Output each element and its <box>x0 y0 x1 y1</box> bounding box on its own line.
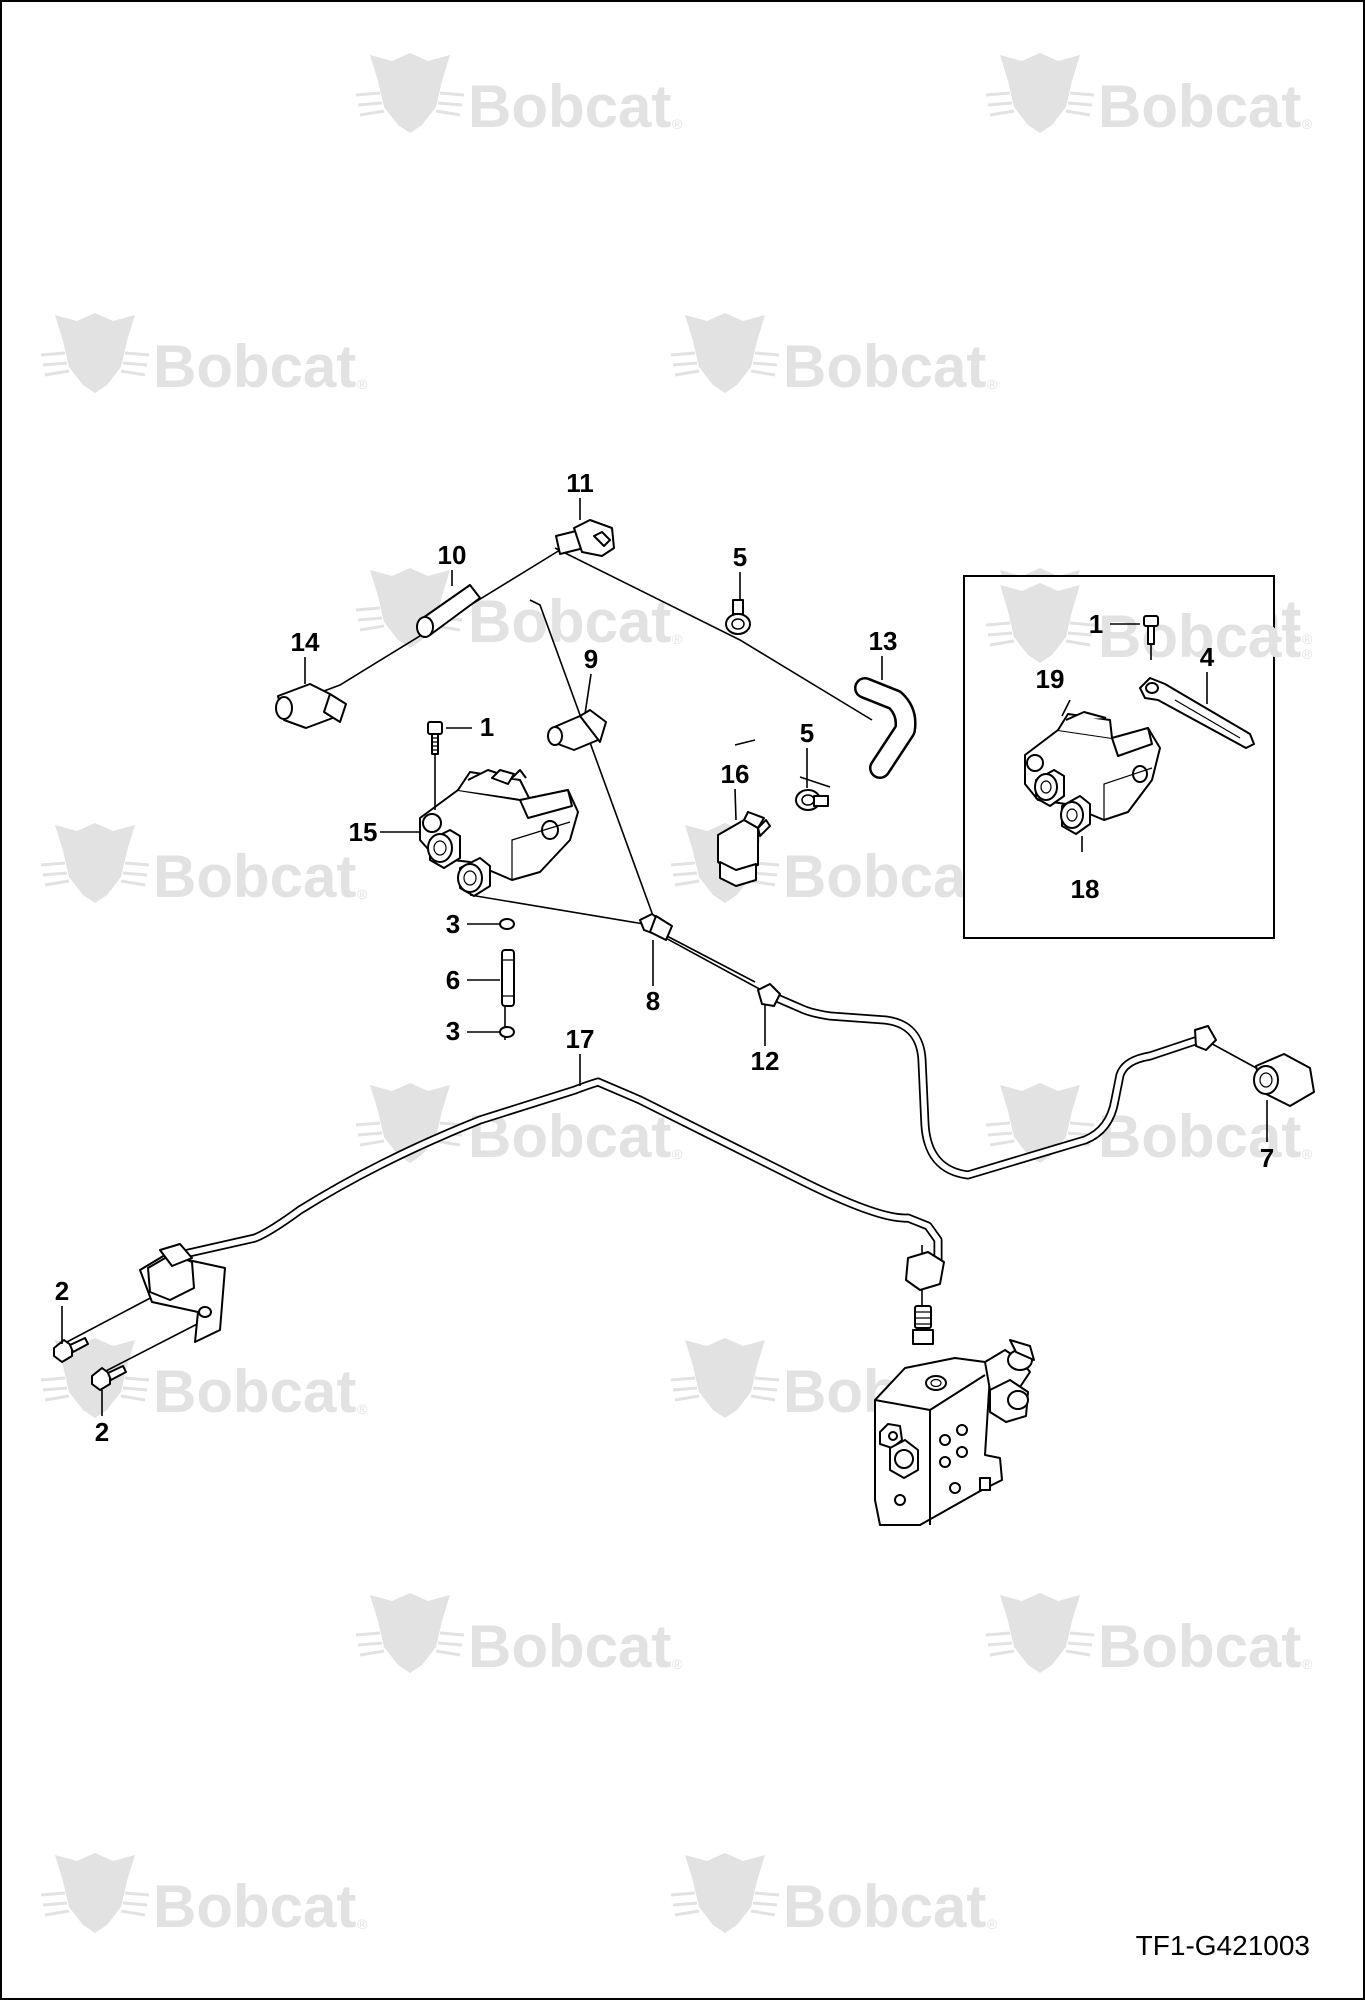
part-7-connector <box>1253 1053 1315 1107</box>
svg-text:®: ® <box>672 631 683 647</box>
svg-text:®: ® <box>987 1916 998 1932</box>
part-12-tube <box>757 983 1217 1180</box>
watermark: Bobcat® <box>354 51 683 140</box>
svg-text:®: ® <box>1302 116 1313 132</box>
part-5-hose-clamp-lower <box>795 789 829 811</box>
svg-text:®: ® <box>672 116 683 132</box>
callout-3-upper: 3 <box>446 909 460 939</box>
svg-text:Bobcat: Bobcat <box>783 843 986 910</box>
svg-text:Bobcat: Bobcat <box>783 1873 986 1940</box>
svg-text:®: ® <box>357 1401 368 1417</box>
watermark: Bobcat® <box>984 1591 1313 1680</box>
callout-1-main: 1 <box>480 712 494 742</box>
watermark-layer: Bobcat® Bobcat® Bobcat® Bobcat® Bobcat® … <box>39 51 1313 1940</box>
callout-13: 13 <box>869 626 898 656</box>
svg-text:Bobcat: Bobcat <box>1098 73 1301 140</box>
inset-watermark: Bobcat® <box>984 581 1313 670</box>
svg-text:Bobcat: Bobcat <box>153 1873 356 1940</box>
callout-12: 12 <box>751 1046 780 1076</box>
callout-11: 11 <box>566 468 594 498</box>
callout-18: 18 <box>1071 874 1100 904</box>
svg-text:Bobcat: Bobcat <box>153 333 356 400</box>
watermark: Bobcat® <box>984 51 1313 140</box>
watermark: Bobcat® <box>669 1851 998 1940</box>
part-13-hose <box>854 677 917 779</box>
part-17-tube <box>175 1077 945 1291</box>
callout-9: 9 <box>584 644 598 674</box>
callout-8: 8 <box>646 986 660 1016</box>
callout-2-lower: 2 <box>95 1417 109 1447</box>
svg-text:Bobcat: Bobcat <box>1098 1613 1301 1680</box>
svg-text:Bobcat: Bobcat <box>153 1358 356 1425</box>
part-3-o-ring-upper <box>499 918 515 930</box>
svg-text:®: ® <box>672 1656 683 1672</box>
callout-1-inset: 1 <box>1089 609 1103 639</box>
part-6-pipe-nipple <box>501 949 515 1007</box>
svg-text:®: ® <box>672 1146 683 1162</box>
svg-text:Bobcat: Bobcat <box>468 588 671 655</box>
part-14-tee-fitting <box>275 683 347 729</box>
callout-19: 19 <box>1036 664 1065 694</box>
svg-text:Bobcat: Bobcat <box>468 1613 671 1680</box>
part-15-valve-block <box>419 769 579 897</box>
watermark: Bobcat® <box>669 821 998 910</box>
part-2-bolt-lower <box>91 1365 127 1391</box>
part-16-elbow-fitting <box>717 811 771 887</box>
svg-text:®: ® <box>1302 1146 1313 1162</box>
callout-17: 17 <box>566 1024 595 1054</box>
svg-text:Bobcat: Bobcat <box>1098 603 1301 670</box>
callout-leaders <box>61 498 1268 1416</box>
callout-5-upper: 5 <box>733 542 747 572</box>
svg-text:®: ® <box>1302 631 1313 647</box>
svg-text:Bobcat: Bobcat <box>468 73 671 140</box>
inset-view: Bobcat® <box>963 575 1313 939</box>
part-8-adapter <box>639 913 673 941</box>
callout-7: 7 <box>1260 1143 1274 1173</box>
part-10-pipe-nipple <box>416 584 481 638</box>
svg-text:Bobcat: Bobcat <box>153 843 356 910</box>
manifold-inlet-adapter <box>912 1305 934 1345</box>
watermark: Bobcat® <box>39 1851 368 1940</box>
watermark: Bobcat® <box>669 311 998 400</box>
part-3-o-ring-lower <box>499 1026 515 1038</box>
part-1-bolt <box>427 721 443 810</box>
part-2-bolt-upper <box>53 1337 89 1363</box>
inset-part-1-bolt <box>1143 615 1159 660</box>
hydraulic-manifold-valve <box>874 1339 1035 1526</box>
callout-15: 15 <box>349 817 378 847</box>
svg-text:®: ® <box>987 376 998 392</box>
svg-text:®: ® <box>1302 1656 1313 1672</box>
callout-16: 16 <box>721 759 750 789</box>
callout-10: 10 <box>438 540 467 570</box>
watermark: Bobcat® <box>39 1336 368 1425</box>
inset-part-19-18-valve-block <box>1024 711 1161 835</box>
watermark: Bobcat® <box>354 1591 683 1680</box>
callout-3-lower: 3 <box>446 1016 460 1046</box>
part-9-elbow-fitting <box>547 709 607 751</box>
part-11-elbow-fitting <box>555 519 615 557</box>
callout-4: 4 <box>1200 642 1215 672</box>
callout-5-lower: 5 <box>800 718 814 748</box>
svg-text:Bobcat: Bobcat <box>783 333 986 400</box>
drawing-code: TF1-G421003 <box>1136 1930 1310 1961</box>
part-5-hose-clamp-upper <box>725 599 751 635</box>
callout-6: 6 <box>446 965 460 995</box>
svg-text:®: ® <box>357 376 368 392</box>
part-17-bracket-end <box>139 1243 226 1343</box>
svg-text:®: ® <box>1302 646 1313 662</box>
callout-14: 14 <box>291 627 320 657</box>
inset-part-4-bracket <box>1139 677 1255 749</box>
watermark: Bobcat® <box>354 566 683 655</box>
svg-text:®: ® <box>357 886 368 902</box>
callout-2-upper: 2 <box>55 1276 69 1306</box>
watermark: Bobcat® <box>39 821 368 910</box>
watermark: Bobcat® <box>39 311 368 400</box>
callout-labels: 11 10 5 13 14 9 1 5 16 15 3 6 8 17 3 12 … <box>55 468 1274 1447</box>
svg-text:®: ® <box>357 1916 368 1932</box>
